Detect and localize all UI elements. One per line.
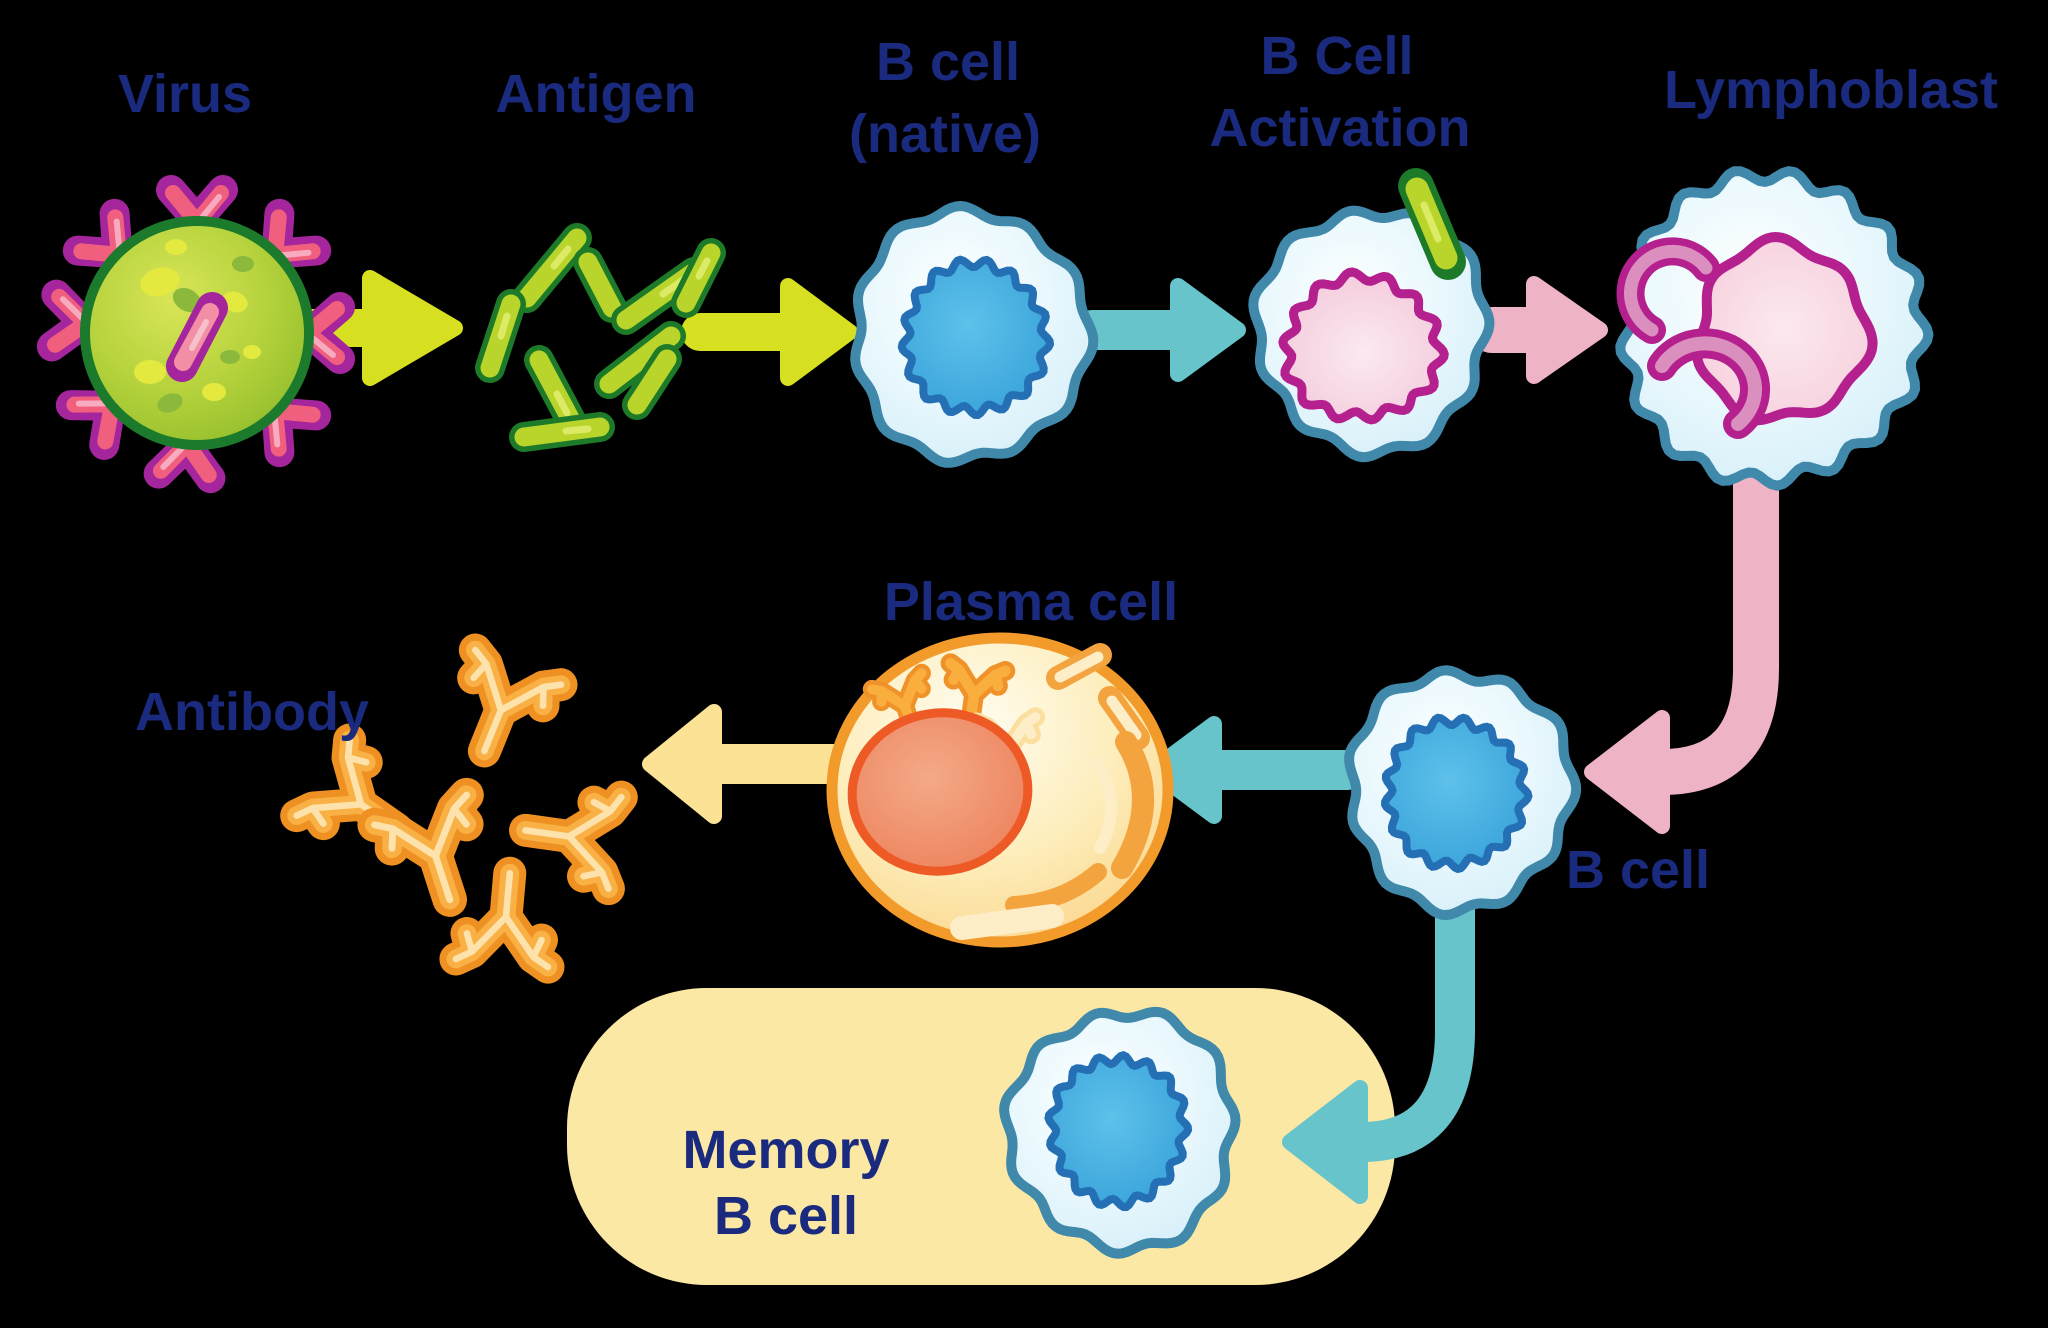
arrow-head (1584, 710, 1670, 834)
arrow-b-cell-to-plasma-cell (1144, 716, 1368, 824)
organelle-crescent (1647, 328, 1770, 439)
endoplasmic-reticulum (950, 643, 1154, 940)
antigen-label: Antigen (496, 64, 697, 124)
lymphoblast-illustration (1615, 166, 1934, 491)
cell-nucleus (897, 255, 1055, 420)
arrow-head (1282, 1080, 1368, 1204)
cell-nucleus (847, 708, 1033, 876)
arrow-head (642, 704, 722, 824)
virus-core-rod (166, 292, 228, 382)
arrow-head (1170, 278, 1246, 382)
virus-spots (134, 239, 261, 413)
arrow-head (1526, 276, 1608, 384)
cell-nucleus (1044, 1051, 1193, 1211)
b-cell-native-label-line1: B cell (876, 32, 1020, 92)
virus-label: Virus (118, 64, 252, 124)
memory-b-cell-illustration (999, 1006, 1241, 1259)
arrow-shaft (1338, 872, 1475, 1162)
arrow-shaft (1635, 445, 1779, 795)
arrow-b-cell-to-memory-b-cell (1282, 872, 1475, 1204)
cell-nucleus (1381, 713, 1533, 874)
b-cell-activation-label-line1: B Cell (1260, 26, 1413, 86)
b-cell-native-illustration (850, 201, 1099, 468)
plasma-cell-label: Plasma cell (884, 572, 1178, 632)
antigen-rod (622, 344, 682, 420)
antigen-illustration (475, 223, 726, 452)
lymphoblast-label: Lymphoblast (1664, 60, 1998, 120)
b-cell-activation-label-line2: Activation (1209, 98, 1470, 158)
antigen-rod (475, 289, 526, 383)
antibody-label: Antibody (135, 682, 369, 742)
b-cell-label: B cell (1566, 840, 1710, 900)
memory-b-cell-label-line2: B cell (714, 1186, 858, 1246)
arrow-antigen-to-b-cell (681, 278, 858, 386)
arrow-b-cell-to-activation (1072, 278, 1246, 382)
cell-nucleus (1278, 267, 1449, 425)
arrow-head (1144, 716, 1222, 824)
antigen-rod (524, 345, 588, 439)
bound-antigen-rod (1398, 168, 1466, 280)
b-cell-native-label-line2: (native) (849, 104, 1041, 164)
virus-illustration (52, 190, 340, 478)
antigen-rod (573, 247, 627, 323)
organelle-crescent (1616, 237, 1720, 344)
antigen-rod (671, 238, 726, 318)
antigen-rod (512, 223, 592, 313)
arrow-head (780, 278, 858, 386)
b-cell-illustration (1344, 665, 1582, 920)
plasma-cell-illustration (826, 632, 1174, 948)
antigen-rod (509, 412, 615, 452)
memory-b-cell-label-line1: Memory (682, 1120, 889, 1180)
antigen-rod (594, 321, 686, 399)
arrow-lymphoblast-to-b-cell (1584, 445, 1779, 834)
b-cell-activation-illustration (1248, 168, 1495, 463)
arrow-head (362, 270, 463, 386)
arrow-plasma-cell-to-antibody (642, 704, 862, 824)
arrow-activation-to-lymphoblast (1469, 276, 1608, 384)
